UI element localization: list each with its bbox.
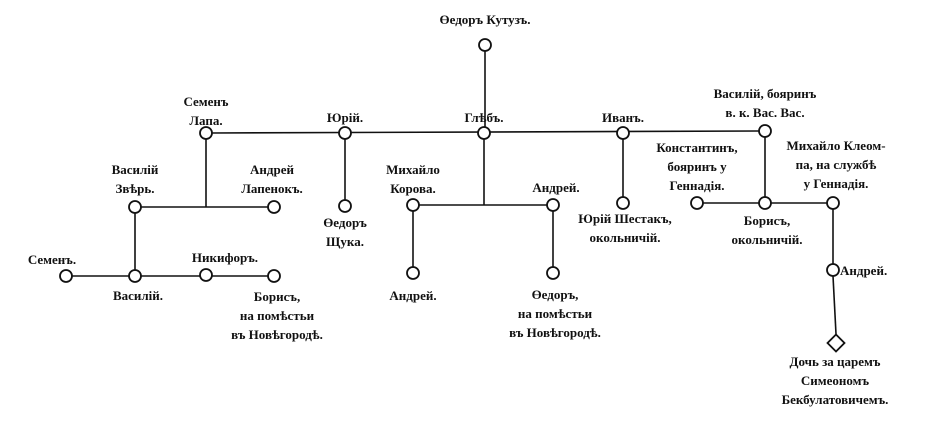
person-label-ivan: Иванъ. [602,110,644,125]
person-node-circle-icon [406,266,420,280]
person-node-circle-icon [338,199,352,213]
person-label-vasiliy-boyarin: Василій, бояринъ [714,86,817,101]
person-node-circle-icon [267,200,281,214]
person-label-vasiliy-boyarin: в. к. Вас. Вас. [725,105,804,120]
person-node-circle-icon [758,196,772,210]
person-label-konstantin: бояринъ у [667,159,727,174]
person-node-circle-icon [199,268,213,282]
person-label-andrey-gleb: Андрей. [532,180,579,195]
person-node-circle-icon [826,196,840,210]
person-node-circle-icon [267,269,281,283]
person-label-andrey-kleompa: Андрей. [840,263,887,278]
person-label-fedor-shchuka: Щука. [326,234,364,249]
person-label-fedor-novgorod: въ Новѣгородѣ. [509,325,601,340]
person-node-circle-icon [59,269,73,283]
person-node-circle-icon [826,263,840,277]
person-node-circle-icon [616,196,630,210]
person-label-mikhaylo-korova: Корова. [390,181,435,196]
person-node-circle-icon [478,38,492,52]
person-label-boris-novgorod: на помѣстьи [240,308,315,323]
person-label-semen: Семенъ. [28,252,76,267]
person-label-daughter: Дочь за царемъ [790,354,881,369]
person-label-fedor-kutuz: Өедоръ Кутузъ. [440,12,531,27]
person-label-mikhaylo-kleompa: у Геннадія. [804,176,869,191]
person-node-circle-icon [546,266,560,280]
person-node-circle-icon [338,126,352,140]
person-label-andrey-lapenok: Андрей [250,162,294,177]
person-label-boris-okolnichiy: Борисъ, [744,213,790,228]
person-label-vasiliy: Василій. [113,288,163,303]
person-label-andrey-korova: Андрей. [389,288,436,303]
person-label-fedor-novgorod: Өедоръ, [532,287,579,302]
person-label-konstantin: Константинъ, [656,140,737,155]
person-node-circle-icon [546,198,560,212]
person-label-boris-novgorod: Борисъ, [254,289,300,304]
person-label-konstantin: Геннадія. [669,178,724,193]
person-label-daughter: Бекбулатовичемъ. [782,392,889,407]
person-node-circle-icon [128,200,142,214]
person-label-boris-okolnichiy: окольничій. [732,232,803,247]
person-label-semen-lapa: Семенъ [183,94,228,109]
person-label-boris-novgorod: въ Новѣгородѣ. [231,327,323,342]
person-label-mikhaylo-korova: Михайло [386,162,440,177]
person-node-circle-icon [758,124,772,138]
person-label-fedor-novgorod: на помѣстьи [518,306,593,321]
person-node-circle-icon [690,196,704,210]
person-node-circle-icon [477,126,491,140]
person-label-yuriy: Юрій. [327,110,363,125]
person-node-circle-icon [616,126,630,140]
person-label-mikhaylo-kleompa: Михайло Клеом- [786,138,885,153]
person-nodes [59,38,846,353]
person-node-circle-icon [406,198,420,212]
person-node-circle-icon [128,269,142,283]
person-label-semen-lapa: Лапа. [189,113,222,128]
person-node-circle-icon [199,126,213,140]
person-label-nikifor: Никифоръ. [192,250,258,265]
person-label-gleb: Глѣбъ. [465,110,504,125]
line-andrey-daughter [832,275,837,335]
person-label-yuriy-shestak: окольничій. [590,230,661,245]
female-node-diamond-icon [826,333,846,353]
person-label-andrey-lapenok: Лапенокъ. [241,181,303,196]
person-label-vasiliy-zver: Звѣрь. [115,181,154,196]
person-label-yuriy-shestak: Юрій Шестакъ, [578,211,672,226]
person-label-mikhaylo-kleompa: па, на службѣ [796,157,877,172]
person-label-daughter: Симеономъ [801,373,870,388]
person-label-fedor-shchuka: Өедоръ [323,215,367,230]
person-label-vasiliy-zver: Василій [112,162,159,177]
